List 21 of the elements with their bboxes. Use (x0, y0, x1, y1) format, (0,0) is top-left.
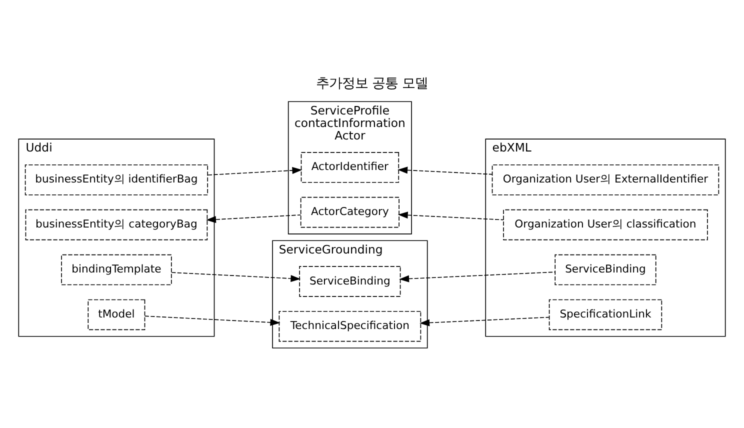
arrow (171, 272, 301, 282)
diagram-title: 추가정보 공통 모델 (316, 76, 428, 92)
node-box: tModel (88, 299, 146, 330)
node-box: businessEntity의 categoryBag (25, 209, 208, 240)
node-box: TechnicalSpecification (278, 310, 422, 342)
node-box: ServiceBinding (299, 266, 401, 297)
node-box: ActorCategory (300, 196, 400, 228)
node-box: ServiceBinding (554, 254, 656, 286)
node-box: Organization User의 classification (503, 209, 708, 240)
arrow (206, 214, 302, 223)
node-box: Organization User의 ExternalIdentifier (492, 164, 720, 196)
node-box: businessEntity의 identifierBag (24, 164, 208, 196)
node-box: bindingTemplate (61, 254, 172, 286)
arrow (399, 272, 556, 282)
node-box: ActorIdentifier (300, 152, 400, 183)
node-box: SpecificationLink (548, 299, 662, 330)
arrow (398, 212, 504, 220)
arrow (144, 316, 280, 326)
arrow (398, 166, 492, 175)
arrow (208, 166, 302, 176)
arrow (420, 316, 550, 326)
